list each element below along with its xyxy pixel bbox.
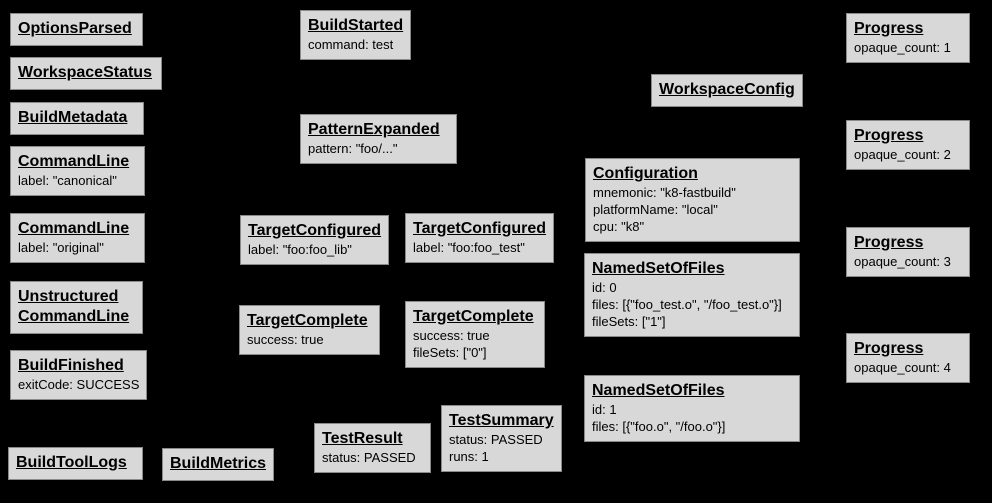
node-title: TargetConfigured — [248, 222, 382, 239]
node-title: NamedSetOfFiles — [592, 382, 725, 399]
node-title: CommandLine — [18, 220, 130, 237]
node-title: TargetComplete — [247, 312, 368, 329]
node-named-set-of-files-0: NamedSetOfFiles id: 0 files: [{"foo_test… — [584, 253, 800, 337]
node-title: Progress — [854, 340, 924, 357]
node-build-started: BuildStarted command: test — [300, 10, 412, 60]
node-workspace-status: WorkspaceStatus — [10, 57, 162, 90]
node-field: pattern: "foo/..." — [308, 141, 398, 156]
node-title: OptionsParsed — [18, 20, 132, 37]
node-title: CommandLine — [18, 153, 130, 170]
node-field: success: true — [413, 328, 490, 343]
node-field: mnemonic: "k8-fastbuild" — [593, 185, 736, 200]
node-field: fileSets: ["1"] — [592, 314, 666, 329]
node-pattern-expanded: PatternExpanded pattern: "foo/..." — [300, 114, 457, 164]
node-title: Configuration — [593, 165, 698, 182]
node-title: Unstructured — [18, 288, 119, 305]
node-field: id: 0 — [592, 280, 617, 295]
node-field: label: "foo:foo_lib" — [248, 242, 352, 257]
node-field: fileSets: ["0"] — [413, 345, 487, 360]
node-field: command: test — [308, 37, 394, 52]
node-configuration: Configuration mnemonic: "k8-fastbuild" p… — [585, 158, 800, 242]
node-field: label: "foo:foo_test" — [413, 240, 525, 255]
node-field: cpu: "k8" — [593, 219, 645, 234]
node-title: Progress — [854, 234, 924, 251]
node-title: BuildMetrics — [170, 455, 267, 472]
node-title: TargetConfigured — [413, 220, 547, 237]
node-progress-4: Progress opaque_count: 4 — [846, 333, 970, 383]
node-field: platformName: "local" — [593, 202, 718, 217]
node-field: opaque_count: 1 — [854, 40, 951, 55]
node-title: Progress — [854, 127, 924, 144]
node-field: id: 1 — [592, 402, 617, 417]
node-field: files: [{"foo_test.o", "/foo_test.o"}] — [592, 297, 782, 312]
node-field: label: "original" — [18, 240, 104, 255]
node-title: TestSummary — [449, 412, 554, 429]
node-build-metrics: BuildMetrics — [162, 448, 275, 481]
node-build-finished: BuildFinished exitCode: SUCCESS — [10, 350, 148, 400]
node-title: BuildMetadata — [18, 109, 128, 126]
node-field: status: PASSED — [449, 432, 543, 447]
node-title: WorkspaceStatus — [18, 64, 152, 81]
node-field: status: PASSED — [322, 450, 416, 465]
node-title: TestResult — [322, 430, 403, 447]
node-field: files: [{"foo.o", "/foo.o"}] — [592, 419, 726, 434]
node-title-line2: CommandLine — [18, 308, 130, 325]
node-workspace-config: WorkspaceConfig — [651, 74, 803, 107]
node-title: BuildFinished — [18, 357, 124, 374]
node-field: exitCode: SUCCESS — [18, 377, 140, 392]
node-progress-3: Progress opaque_count: 3 — [846, 227, 970, 277]
node-target-configured-foo-lib: TargetConfigured label: "foo:foo_lib" — [240, 215, 390, 265]
node-unstructured-command-line: Unstructured CommandLine — [10, 281, 143, 334]
node-test-result: TestResult status: PASSED — [314, 423, 431, 473]
node-field: runs: 1 — [449, 449, 489, 464]
node-target-complete-foo-lib: TargetComplete success: true — [239, 305, 380, 355]
node-field: success: true — [247, 332, 324, 347]
node-command-line-canonical: CommandLine label: "canonical" — [10, 146, 145, 196]
node-named-set-of-files-1: NamedSetOfFiles id: 1 files: [{"foo.o", … — [584, 375, 800, 442]
node-title: WorkspaceConfig — [659, 81, 795, 98]
node-progress-2: Progress opaque_count: 2 — [846, 120, 970, 170]
node-field: opaque_count: 2 — [854, 147, 951, 162]
node-field: label: "canonical" — [18, 173, 117, 188]
node-progress-1: Progress opaque_count: 1 — [846, 13, 970, 63]
node-title: PatternExpanded — [308, 121, 440, 138]
node-build-metadata: BuildMetadata — [10, 102, 144, 135]
node-title: Progress — [854, 20, 924, 37]
node-title: TargetComplete — [413, 308, 534, 325]
node-title: NamedSetOfFiles — [592, 260, 725, 277]
node-field: opaque_count: 3 — [854, 254, 951, 269]
node-command-line-original: CommandLine label: "original" — [10, 213, 145, 263]
node-field: opaque_count: 4 — [854, 360, 951, 375]
node-options-parsed: OptionsParsed — [10, 13, 143, 46]
node-title: BuildStarted — [308, 17, 404, 34]
node-target-complete-foo-test: TargetComplete success: true fileSets: [… — [405, 301, 545, 368]
node-build-tool-logs: BuildToolLogs — [8, 447, 143, 480]
node-test-summary: TestSummary status: PASSED runs: 1 — [441, 405, 562, 472]
node-target-configured-foo-test: TargetConfigured label: "foo:foo_test" — [405, 213, 555, 263]
node-title: BuildToolLogs — [16, 454, 127, 471]
